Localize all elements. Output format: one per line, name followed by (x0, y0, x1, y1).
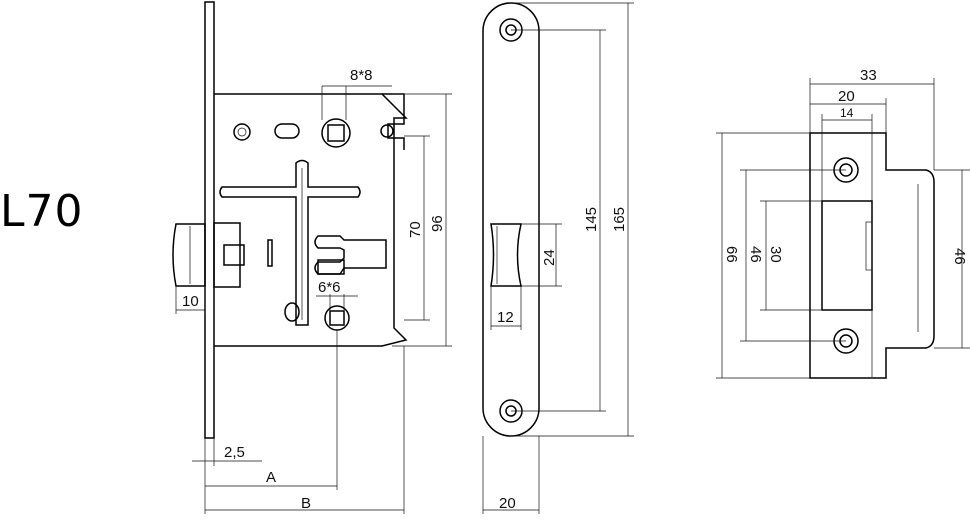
dim-square-top-label: 8*8 (350, 67, 373, 84)
dim-latch-height-label: 24 (541, 249, 558, 266)
strike-window (821, 200, 873, 311)
dim-latch-width-label: 10 (182, 293, 199, 310)
follower-top-circle (321, 118, 351, 148)
dim-b-label: B (301, 495, 311, 512)
faceplate-view (482, 2, 540, 437)
slot-hole (274, 123, 300, 139)
deadbolt-cam-lower (317, 259, 345, 275)
follower-bottom-square (329, 310, 345, 326)
dim-strike-46-right-label: 46 (951, 248, 968, 265)
faceplate-dimensions: 24 12 145 165 20 (482, 2, 634, 514)
mount-hole-icon (233, 123, 251, 141)
dim-latch-width-fp-label: 12 (497, 309, 514, 326)
dim-plate-height-label: 165 (611, 207, 628, 232)
dim-strike-46-left-label: 46 (747, 246, 764, 263)
notch-curve (380, 124, 394, 138)
pin-slot (267, 239, 273, 267)
dim-strike-14-label: 14 (840, 106, 854, 120)
dim-height-96-label: 96 (429, 215, 446, 232)
follower-top-square (327, 124, 345, 142)
mount-hole-inner (237, 127, 247, 137)
latch-guide (223, 244, 245, 266)
faceplate-latch-opening (490, 223, 522, 287)
dim-strike-66-label: 66 (723, 246, 740, 263)
lock-dimensions: 8*8 70 96 6*6 10 2,5 A B (175, 67, 452, 514)
strike-dimensions: 33 20 14 66 46 30 46 (716, 67, 970, 379)
dim-hole-spacing-label: 145 (583, 207, 600, 232)
dim-square-bottom-label: 6*6 (318, 279, 341, 296)
lower-hole (284, 302, 300, 322)
latch-housing (213, 222, 241, 288)
cross-cutout (219, 159, 361, 326)
strike-outline (809, 132, 935, 379)
latch-tongue (172, 223, 206, 287)
dim-height-70-label: 70 (407, 221, 424, 238)
dim-strike-33-label: 33 (860, 67, 877, 84)
dim-strike-30-label: 30 (767, 246, 784, 263)
dim-offset-label: 2,5 (224, 444, 245, 461)
lock-forend-strip (204, 1, 215, 439)
deadbolt-cam (314, 235, 387, 275)
dim-strike-20-label: 20 (838, 88, 855, 105)
model-title: L70 (0, 186, 84, 237)
strike-window-tab (865, 221, 873, 271)
faceplate-outline (482, 2, 540, 437)
follower-bottom-circle (324, 305, 350, 331)
dim-plate-width-label: 20 (499, 495, 516, 512)
lock-body-view (172, 1, 408, 439)
lock-case-outline (214, 93, 408, 347)
dim-a-label: A (266, 469, 276, 486)
lock-case-notch (382, 93, 405, 150)
